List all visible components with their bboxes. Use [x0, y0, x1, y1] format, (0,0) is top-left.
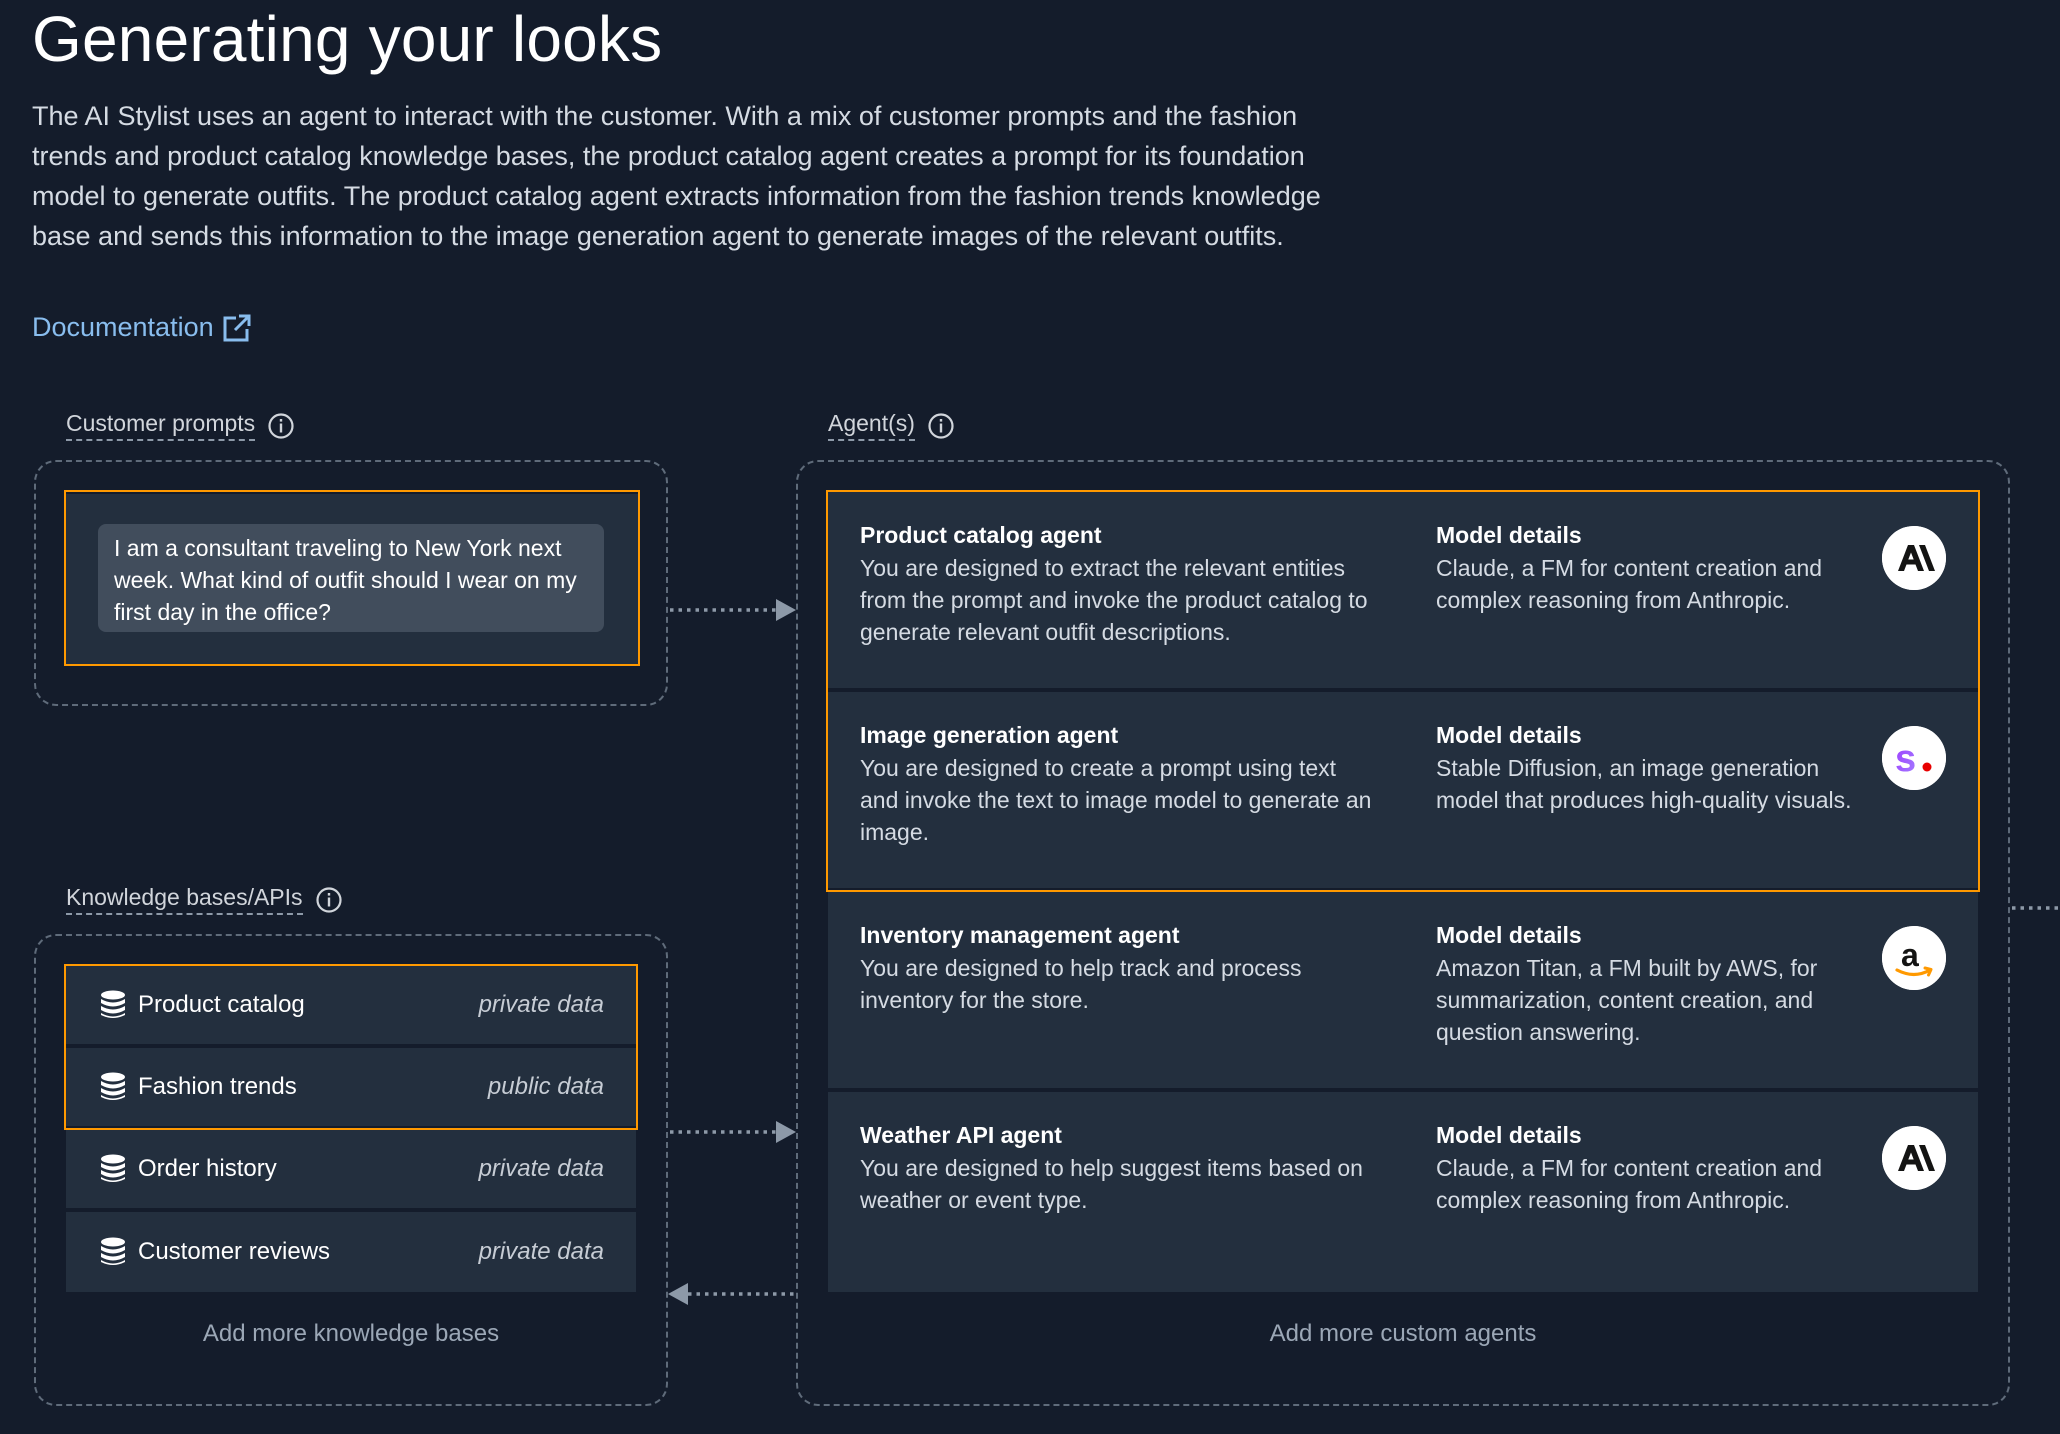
model-description: Amazon Titan, a FM built by AWS, for sum… [1436, 955, 1818, 1045]
model-details-title: Model details [1436, 922, 1582, 948]
prompt-selection-border [64, 490, 640, 666]
model-description: Claude, a FM for content creation and co… [1436, 555, 1823, 613]
model-details-title: Model details [1436, 1122, 1582, 1148]
database-icon [101, 1237, 125, 1265]
kb-item-name: Order history [138, 1155, 277, 1182]
info-icon[interactable] [927, 412, 955, 440]
kb-item-product-catalog[interactable]: Product catalog private data [66, 966, 636, 1046]
model-details-title: Model details [1436, 522, 1582, 548]
kb-item-tag: private data [478, 991, 604, 1018]
agent-description: You are designed to extract the relevant… [860, 555, 1368, 645]
agents-section-label: Agent(s) [828, 410, 955, 441]
kb-selection-border [64, 964, 638, 1130]
kb-item-tag: private data [478, 1238, 604, 1265]
svg-text:s: s [1895, 738, 1916, 780]
agent-description: You are designed to create a prompt usin… [860, 755, 1372, 845]
model-description: Stable Diffusion, an image generation mo… [1436, 755, 1852, 813]
database-icon [101, 1072, 125, 1100]
anthropic-logo-icon [1882, 1126, 1946, 1190]
agents-output-connector [2012, 906, 2060, 910]
agents-label[interactable]: Agent(s) [828, 410, 915, 441]
agent-description: You are designed to help track and proce… [860, 955, 1302, 1013]
add-more-knowledge-bases[interactable]: Add more knowledge bases [202, 1320, 500, 1347]
page-description: The AI Stylist uses an agent to interact… [32, 101, 1321, 251]
agent-title: Product catalog agent [860, 522, 1102, 548]
customer-prompt-text: I am a consultant traveling to New York … [98, 524, 604, 632]
knowledge-bases-section-label: Knowledge bases/APIs [66, 884, 343, 915]
external-link-icon [223, 313, 251, 341]
kb-item-name: Customer reviews [138, 1238, 331, 1265]
agent-card-product-catalog[interactable]: Product catalog agent You are designed t… [828, 492, 1978, 690]
agent-title: Inventory management agent [860, 922, 1180, 948]
agent-title: Weather API agent [860, 1122, 1062, 1148]
knowledge-bases-label[interactable]: Knowledge bases/APIs [66, 884, 303, 915]
page-title: Generating your looks [32, 3, 663, 75]
agent-title: Image generation agent [860, 722, 1119, 748]
svg-text:a: a [1901, 937, 1919, 973]
kb-to-agents-arrow [670, 1121, 796, 1143]
database-icon [101, 990, 125, 1018]
agents-to-kb-arrow [668, 1283, 794, 1305]
database-icon [101, 1154, 125, 1182]
agents-selection-border [826, 490, 1980, 892]
agent-card-weather-api[interactable]: Weather API agent You are designed to he… [828, 1092, 1978, 1292]
kb-item-order-history[interactable]: Order history private data [66, 1130, 636, 1210]
model-description: Claude, a FM for content creation and co… [1436, 1155, 1823, 1213]
agent-card-image-generation[interactable]: Image generation agent You are designed … [828, 692, 1978, 890]
kb-item-name: Product catalog [138, 991, 305, 1018]
customer-prompts-section-label: Customer prompts [66, 410, 295, 441]
info-icon[interactable] [267, 412, 295, 440]
kb-item-name: Fashion trends [138, 1073, 297, 1100]
kb-item-customer-reviews[interactable]: Customer reviews private data [66, 1212, 636, 1292]
agent-card-inventory-management[interactable]: Inventory management agent You are desig… [828, 892, 1978, 1090]
stability-logo-icon: s [1882, 726, 1946, 790]
amazon-logo-icon: a [1882, 926, 1946, 990]
knowledge-bases-container [34, 934, 668, 1406]
kb-item-tag: private data [478, 1155, 604, 1182]
add-more-custom-agents[interactable]: Add more custom agents [1269, 1320, 1537, 1347]
anthropic-logo-icon [1882, 526, 1946, 590]
customer-prompts-container [34, 460, 668, 706]
info-icon[interactable] [315, 886, 343, 914]
agent-description: You are designed to help suggest items b… [860, 1155, 1363, 1213]
kb-item-tag: public data [487, 1073, 604, 1100]
kb-item-fashion-trends[interactable]: Fashion trends public data [66, 1048, 636, 1128]
documentation-link-label: Documentation [32, 312, 214, 342]
customer-prompts-label[interactable]: Customer prompts [66, 410, 256, 441]
model-details-title: Model details [1436, 722, 1582, 748]
documentation-link[interactable]: Documentation [32, 312, 252, 343]
prompt-to-agents-arrow [670, 599, 796, 621]
agents-container [796, 460, 2010, 1406]
